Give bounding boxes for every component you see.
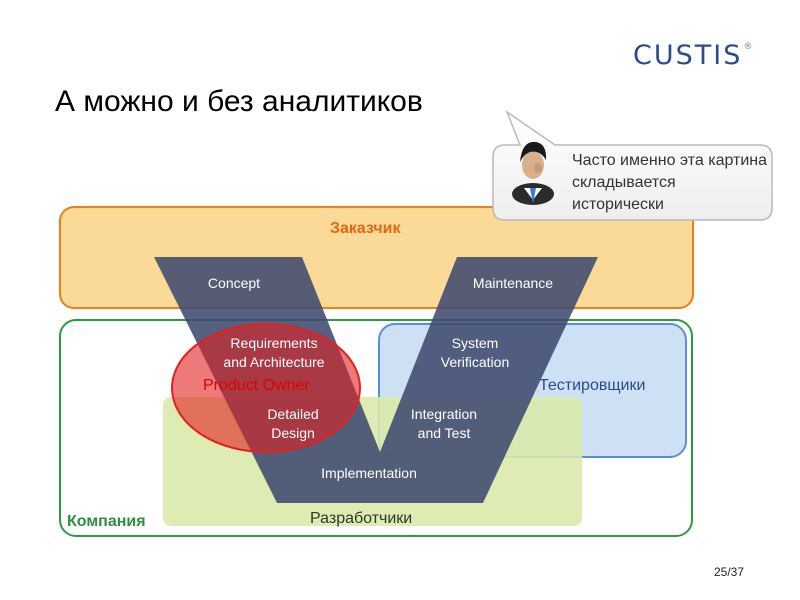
v-implementation: Implementation (321, 465, 417, 481)
product-owner-label: Product Owner (203, 377, 310, 394)
v-integration: Integration and Test (410, 406, 478, 441)
page-number: 25/37 (714, 565, 745, 579)
custis-logo: CUSTIS® (633, 40, 754, 71)
product-owner-ellipse (171, 323, 361, 453)
callout-text: Часто именно эта картина складывается ис… (572, 152, 768, 213)
v-system-verification: System Verification (440, 335, 510, 370)
company-label: Компания (67, 513, 146, 530)
testers-label: Тестировщики (539, 377, 646, 394)
customer-label: Заказчик (330, 220, 401, 237)
developers-label: Разработчики (310, 510, 413, 527)
person-icon (512, 141, 554, 205)
v-detailed-design: Detailed Design (267, 406, 319, 441)
v-requirements: Requirements and Architecture (223, 335, 325, 370)
logo-text: CUSTIS (633, 40, 743, 71)
registered-mark: ® (743, 42, 755, 52)
v-maintenance: Maintenance (472, 275, 554, 291)
v-concept: Concept (207, 275, 261, 291)
slide-title: А можно и без аналитиков (55, 85, 423, 118)
callout-bubble (492, 109, 773, 221)
